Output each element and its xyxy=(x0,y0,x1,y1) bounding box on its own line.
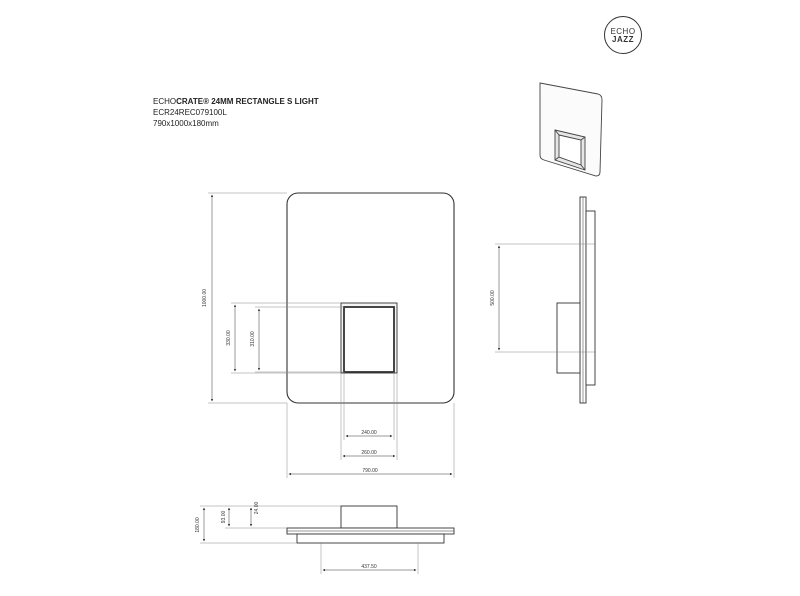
panel-outline xyxy=(286,192,455,404)
dim-panel-width: 790.00 xyxy=(362,468,378,474)
dim-cutout-outer-height: 330.00 xyxy=(226,330,232,346)
side-view xyxy=(556,196,596,404)
bottom-dimensions xyxy=(200,505,419,574)
dim-panel-height: 1000.00 xyxy=(202,289,208,307)
dim-cutout-inner-height: 310.00 xyxy=(250,331,256,347)
title-block: ECHOCRATE® 24MM RECTANGLE S LIGHT ECR24R… xyxy=(153,96,319,129)
logo-line-2: JAZZ xyxy=(612,35,634,44)
product-code: ECR24REC079100L xyxy=(153,108,227,117)
product-title: ECHOCRATE® 24MM RECTANGLE S LIGHT xyxy=(153,96,319,107)
dim-outer-width: 260.00 xyxy=(361,450,377,456)
dim-depth-mid: 93.00 xyxy=(221,511,227,524)
brand-name: ECHO xyxy=(153,97,177,106)
dim-side-height: 500.00 xyxy=(490,290,496,306)
product-size: 790x1000x180mm xyxy=(153,119,219,128)
side-dimensions xyxy=(495,243,596,353)
cutout-inner xyxy=(343,306,395,373)
front-dimensions xyxy=(208,192,455,478)
dim-depth-total: 180.00 xyxy=(195,517,201,533)
bottom-view xyxy=(286,505,455,544)
front-view xyxy=(286,192,455,404)
echo-jazz-logo: ECHO JAZZ xyxy=(604,16,642,54)
product-name: CRATE® 24MM RECTANGLE S LIGHT xyxy=(176,97,319,106)
dim-bottom-offset: 437.50 xyxy=(361,564,377,570)
dim-depth-box: 24.00 xyxy=(254,502,260,515)
dim-inner-width: 240.00 xyxy=(361,430,377,436)
perspective-thumbnail xyxy=(539,82,603,177)
logo-line-1: ECHO xyxy=(610,27,636,36)
